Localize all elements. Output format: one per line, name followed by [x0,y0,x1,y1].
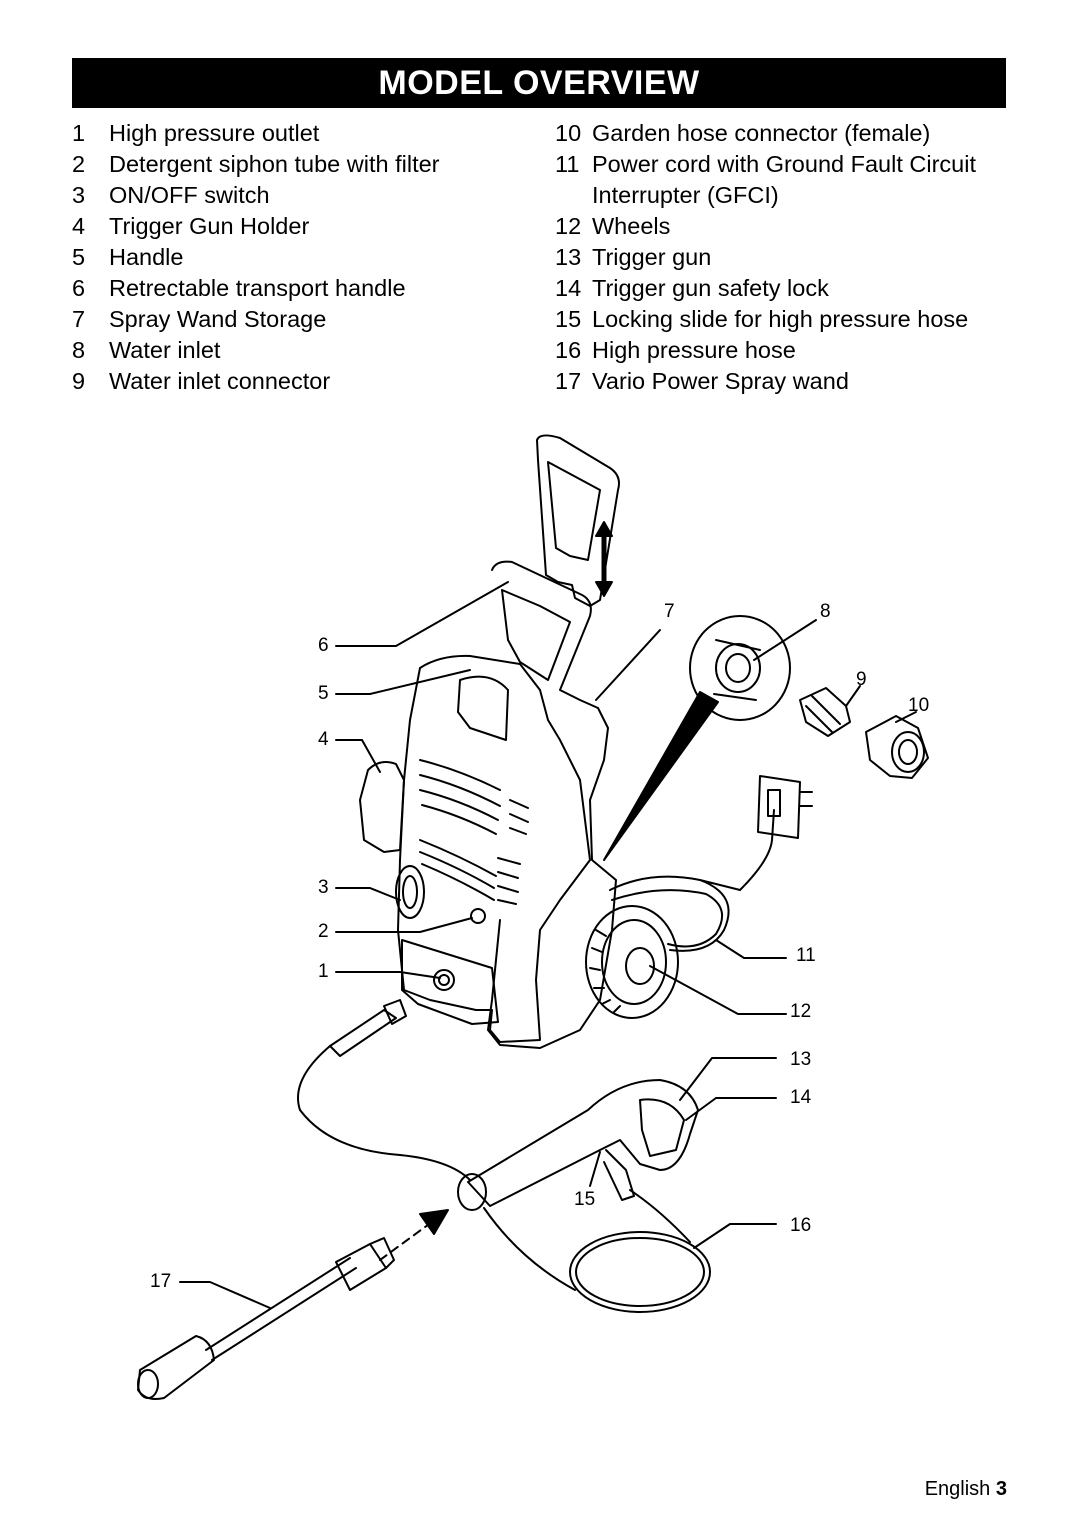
callout-8: 8 [820,601,831,622]
legend-item: 11 Power cord with Ground Fault Circuit I… [555,149,1025,211]
trigger-gun [467,1079,699,1207]
legend-text: ON/OFF switch [109,182,270,208]
legend-text: Trigger Gun Holder [109,213,310,239]
callout-12: 12 [790,1001,812,1022]
legend-item: 5 Handle [72,242,522,273]
callout-3: 3 [318,877,329,898]
legend-number: 13 [555,244,582,270]
legend-number: 5 [72,244,86,270]
callout-9: 9 [856,669,867,690]
legend-text: Handle [109,244,184,270]
legend-number: 9 [72,368,86,394]
callout-11: 11 [796,945,816,966]
callout-14: 14 [790,1087,812,1108]
callout-7: 7 [664,601,675,622]
callout-10: 10 [908,695,930,716]
legend-number: 12 [555,213,582,239]
legend-text: Trigger gun [592,244,712,270]
wheel [585,905,679,1019]
handle-frame [487,560,617,1049]
callout-2: 2 [318,921,329,942]
legend-text: High pressure outlet [109,120,320,146]
legend-item: 8 Water inlet [72,335,522,366]
callout-13: 13 [790,1049,812,1070]
legend-number: 16 [555,337,582,363]
callout-15: 15 [574,1189,596,1210]
hose-coil [569,1231,711,1313]
legend-text: Water inlet [109,337,221,363]
callout-4: 4 [318,729,329,750]
page-footer: English 3 [925,1478,1007,1501]
callout-17: 17 [150,1271,172,1292]
legend-text: Water inlet connector [109,368,331,394]
spray-wand [205,1257,357,1361]
machine-body [397,654,591,1043]
legend-right: 10 Garden hose connector (female) 11 Power… [555,118,1025,397]
legend-number: 1 [72,120,86,146]
legend-item: 10 Garden hose connector (female) [555,118,1025,149]
legend-item: 1 High pressure outlet [72,118,522,149]
water-inlet-connector [799,687,851,737]
legend-number: 2 [72,151,86,177]
trigger-gun-holder [359,761,405,853]
legend-number: 7 [72,306,86,332]
insert-arrow [419,1209,449,1235]
on-off-switch [395,865,425,919]
legend-item: 14 Trigger gun safety lock [555,273,1025,304]
legend-item: 4 Trigger Gun Holder [72,211,522,242]
garden-hose-connector [865,715,929,779]
callout-5: 5 [318,683,329,704]
legend-item: 16 High pressure hose [555,335,1025,366]
gfci-plug [757,775,801,839]
callout-1: 1 [318,961,329,982]
water-inlet-detail [689,615,791,721]
legend-number: 11 [555,151,580,177]
legend-text: Garden hose connector (female) [592,120,931,146]
page-number: 3 [995,1478,1007,1500]
legend-item: 12 Wheels [555,211,1025,242]
legend-number: 4 [72,213,86,239]
high-pressure-hose-line [297,1045,471,1181]
legend-number: 14 [555,275,582,301]
legend-text: Trigger gun safety lock [592,275,829,301]
legend-item: 9 Water inlet connector [72,366,522,397]
legend-number: 8 [72,337,86,363]
legend-item: 17 Vario Power Spray wand [555,366,1025,397]
callout-16: 16 [790,1215,812,1236]
callout-6: 6 [318,635,329,656]
legend-number: 17 [555,368,582,394]
legend-text: Spray Wand Storage [109,306,327,332]
legend-text: Vario Power Spray wand [592,368,849,394]
retractable-handle [536,434,620,607]
legend-text: High pressure hose [592,337,796,363]
legend-item: 6 Retrectable transport handle [72,273,522,304]
power-cord [609,809,775,952]
legend-item: 15 Locking slide for high pressure hose [555,304,1025,335]
legend-text: Locking slide for high pressure hose [592,306,969,332]
legend-number: 10 [555,120,582,146]
legend-item: 7 Spray Wand Storage [72,304,522,335]
legend-item: 2 Detergent siphon tube with filter [72,149,522,180]
legend-number: 15 [555,306,582,332]
page-title: MODEL OVERVIEW [72,58,1006,108]
legend-item: 3 ON/OFF switch [72,180,522,211]
legend-left: 1 High pressure outlet 2 Detergent siphon … [72,118,522,397]
legend-item: 13 Trigger gun [555,242,1025,273]
legend-text: Retrectable transport handle [109,275,406,301]
legend-text: Power cord with Ground Fault Circuit Int… [592,151,976,208]
legend-number: 3 [72,182,86,208]
legend-text: Detergent siphon tube with filter [109,151,440,177]
legend-number: 6 [72,275,86,301]
footer-language: English [924,1478,991,1500]
high-pressure-outlet [433,969,455,991]
legend-text: Wheels [592,213,671,239]
